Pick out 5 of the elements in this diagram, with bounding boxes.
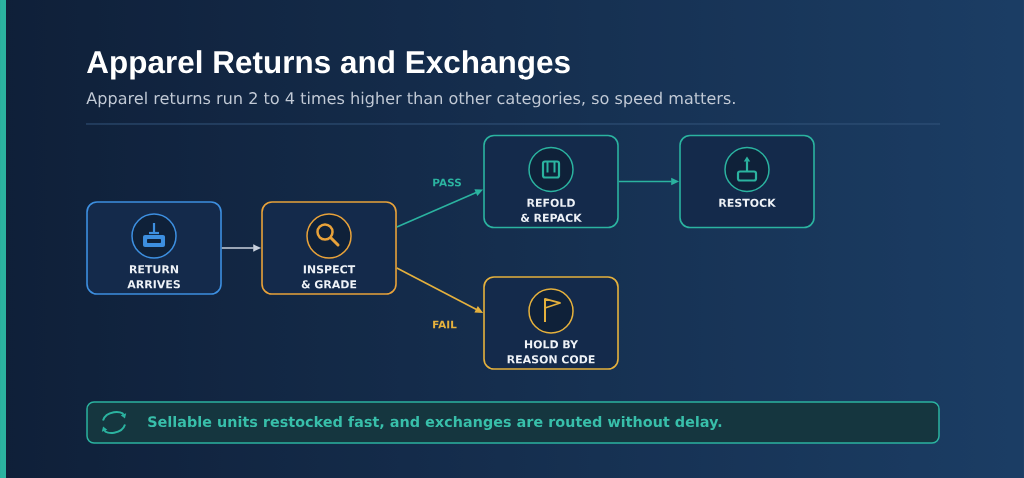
edge-label: PASS	[433, 178, 461, 187]
subtitle: Apparel returns run 2 to 4 times higher than other categories, so speed matters.	[86, 91, 735, 108]
title: Apparel Returns and Exchanges	[87, 50, 570, 80]
edge-label: FAIL	[433, 320, 457, 329]
summary-banner: Sellable units restocked fast, and exchanges are routed without delay.	[86, 401, 940, 444]
